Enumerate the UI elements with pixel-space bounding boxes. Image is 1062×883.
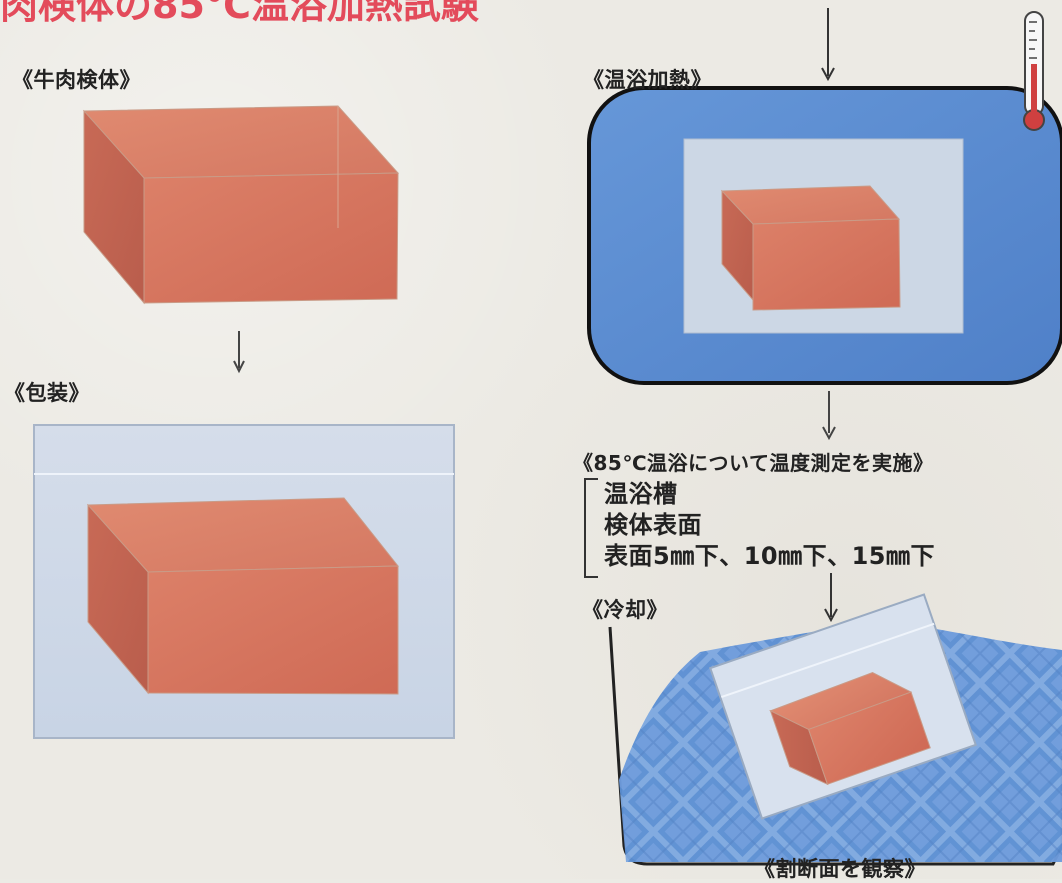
measurement-bracket [584,478,598,578]
temperature-measurement-label: 《85℃温浴について温度測定を実施》 [573,451,934,475]
package-label: 《包装》 [4,381,90,405]
thermometer-icon [1023,11,1045,131]
vacuum-package [33,424,455,739]
hot-water-bath [587,86,1062,385]
ice-cooling-container [608,593,1062,866]
arrow-to-cooling [824,573,838,623]
measurement-point-surface: 検体表面 [604,511,702,539]
bath-heating-label: 《温浴加熱》 [583,68,712,92]
cooling-label: 《冷却》 [582,598,668,622]
measurement-point-depths: 表面5㎜下、10㎜下、15㎜下 [604,542,935,570]
arrow-into-bath [821,8,835,82]
arrow-to-package [233,331,245,374]
beef-sample-label: 《牛肉検体》 [12,68,141,92]
measurement-point-bath: 温浴槽 [604,480,678,508]
cross-section-observation-label: 《割断面を観察》 [754,857,926,881]
arrow-to-measurement [822,391,836,441]
beef-sample-block [82,105,400,305]
